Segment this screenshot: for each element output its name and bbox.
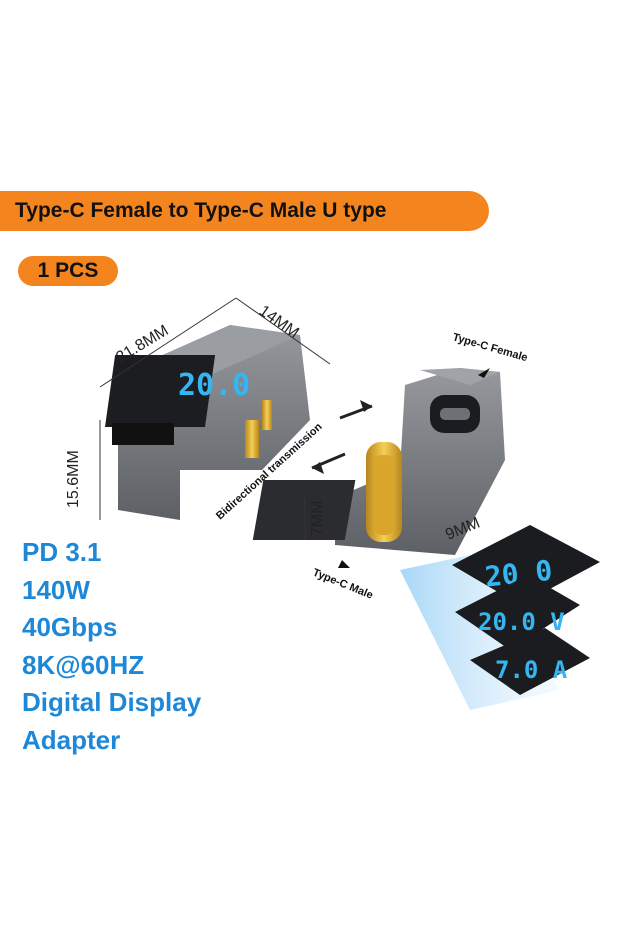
left-display-readout: 20.0	[178, 368, 250, 403]
spec-resolution: 8K@60HZ	[22, 649, 145, 680]
display-panel-3: 7.0 A	[470, 628, 590, 695]
right-adapter	[252, 368, 505, 555]
spec-display: Digital Display	[22, 687, 202, 717]
display-panel-2: 20.0 V	[455, 575, 580, 650]
spec-pd: PD 3.1	[22, 537, 102, 567]
male-label: Type-C Male	[311, 567, 375, 602]
spec-speed: 40Gbps	[22, 612, 118, 642]
dim-height: 15.6MM	[65, 450, 82, 508]
female-label: Type-C Female	[451, 331, 529, 364]
panel-2-readout: 20.0 V	[478, 608, 565, 636]
dim-plug-height: 7MM	[309, 500, 326, 536]
spec-power: 140W	[22, 574, 90, 605]
product-title-banner: Type-C Female to Type-C Male U type	[0, 191, 489, 231]
spec-list: PD 3.1 140W 40Gbps 8K@60HZ Digital Displ…	[22, 534, 201, 759]
panel-3-readout: 7.0 A	[495, 656, 568, 684]
left-adapter: 20.0	[104, 325, 310, 520]
quantity-badge: 1 PCS	[18, 256, 118, 286]
spec-adapter: Adapter	[22, 724, 121, 755]
